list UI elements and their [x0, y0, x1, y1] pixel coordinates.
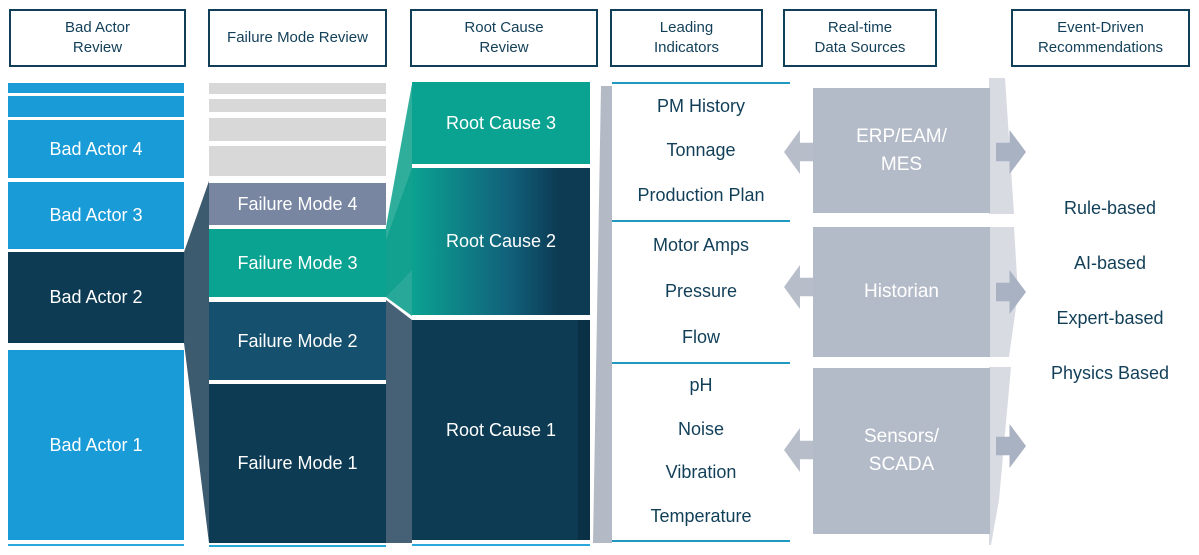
indicator-item: Pressure	[664, 280, 738, 301]
failure-mode-partial-bar	[209, 146, 386, 176]
bar-label: Failure Mode 4	[237, 193, 358, 214]
indicator-item: Temperature	[650, 505, 752, 526]
indicator-separator-line	[612, 220, 790, 222]
header-leading-indicators: Leading Indicators	[610, 9, 763, 67]
source-label-line: Historian	[864, 281, 939, 303]
header-line: Leading	[659, 18, 714, 36]
bar-label: Bad Actor 4	[49, 138, 143, 159]
bar-root-cause-2: Root Cause 2	[412, 168, 590, 315]
bar-bad-actor-3: Bad Actor 3	[8, 182, 184, 249]
header-line: Bad Actor	[64, 18, 131, 36]
indicator-separator-line	[612, 362, 790, 364]
bar-label: Failure Mode 1	[237, 453, 358, 473]
header-event-driven-recommendations: Event-Driven Recommendations	[1011, 9, 1190, 67]
bar-label: Bad Actor 1	[49, 434, 143, 455]
header-realtime-data-sources: Real-time Data Sources	[783, 9, 937, 67]
header-failure-mode-review: Failure Mode Review	[208, 9, 387, 67]
recommendation-item: Expert-based	[1056, 308, 1164, 328]
bar-root-cause-3: Root Cause 3	[412, 82, 590, 164]
indicator-item: Flow	[681, 326, 720, 347]
wedge-rootcause-to-indicators	[593, 86, 612, 543]
indicator-item: pH	[689, 375, 713, 396]
bad-actor-partial-bar	[8, 83, 184, 93]
bad-actor-partial-bar	[8, 96, 184, 117]
source-label-line: SCADA	[868, 454, 935, 475]
failure-mode-partial-bar	[209, 83, 386, 94]
bar-label: Bad Actor 3	[49, 205, 143, 225]
header-line: Root Cause	[464, 18, 544, 36]
ribbon-failuremode-to-rootcause-slate	[386, 300, 412, 543]
bar-root-cause-1: Root Cause 1	[412, 320, 590, 540]
indicator-group-erp: PM History Tonnage Production Plan	[612, 84, 790, 218]
failure-mode-partial-bar	[209, 118, 386, 141]
ribbon-badactor-to-failuremode	[184, 181, 209, 543]
source-label-line: MES	[880, 153, 923, 175]
light-band-segment-bottom	[989, 367, 1011, 545]
indicator-separator-line	[612, 82, 790, 84]
source-label-line: Sensors/	[864, 426, 939, 448]
bar-failure-mode-2: Failure Mode 2	[209, 302, 386, 380]
column-underline	[412, 544, 590, 546]
recommendation-item: AI-based	[1073, 253, 1147, 273]
header-line: Failure Mode Review	[227, 28, 368, 46]
source-box-erp-eam-mes: ERP/EAM/ MES	[813, 88, 990, 213]
header-line: Data Sources	[814, 39, 906, 56]
source-box-historian: Historian	[813, 227, 990, 357]
column-underline	[209, 545, 386, 547]
recommendation-item: Rule-based	[1063, 198, 1157, 218]
header-line: Indicators	[653, 39, 720, 56]
recommendation-item: Physics Based	[1050, 363, 1170, 383]
indicator-item: Motor Amps	[652, 234, 750, 255]
header-line: Review	[479, 39, 529, 56]
bar-label: Root Cause 3	[445, 112, 557, 133]
bar-label: Root Cause 1	[445, 419, 557, 440]
ribbon-failuremode-to-rootcause-teal	[386, 168, 412, 316]
bar-label: Failure Mode 2	[237, 330, 358, 351]
header-root-cause-review: Root Cause Review	[410, 9, 598, 67]
bar-label: Bad Actor 2	[49, 287, 143, 307]
header-line: Recommendations	[1037, 39, 1164, 56]
recommendations-list: Rule-based AI-based Expert-based Physics…	[1022, 198, 1198, 384]
indicator-group-sensors: pH Noise Vibration Temperature	[612, 364, 790, 538]
indicator-item: PM History	[656, 95, 745, 116]
indicator-separator-line	[612, 540, 790, 542]
bar-failure-mode-4: Failure Mode 4	[209, 183, 386, 225]
indicator-item: Tonnage	[666, 140, 736, 161]
bar-failure-mode-1: Failure Mode 1	[209, 384, 386, 543]
indicator-item: Production Plan	[637, 185, 765, 206]
bar-label: Root Cause 2	[445, 231, 557, 251]
header-line: Event-Driven	[1057, 18, 1144, 36]
column-underline	[8, 544, 184, 546]
bar-failure-mode-3: Failure Mode 3	[209, 229, 386, 297]
bar-bad-actor-4: Bad Actor 4	[8, 120, 184, 178]
bar-bad-actor-1: Bad Actor 1	[8, 350, 184, 540]
indicator-item: Noise	[677, 418, 725, 439]
bar-label: Failure Mode 3	[237, 252, 358, 273]
source-label-line: ERP/EAM/	[856, 125, 947, 147]
indicator-item: Vibration	[665, 462, 737, 483]
header-line: Real-time	[827, 18, 893, 36]
header-bad-actor-review: Bad Actor Review	[9, 9, 186, 67]
bar-bad-actor-2: Bad Actor 2	[8, 252, 184, 343]
failure-mode-partial-bar	[209, 99, 386, 112]
header-line: Review	[72, 39, 123, 56]
indicator-group-historian: Motor Amps Pressure Flow	[612, 222, 790, 360]
source-box-sensors-scada: Sensors/ SCADA	[813, 368, 990, 534]
